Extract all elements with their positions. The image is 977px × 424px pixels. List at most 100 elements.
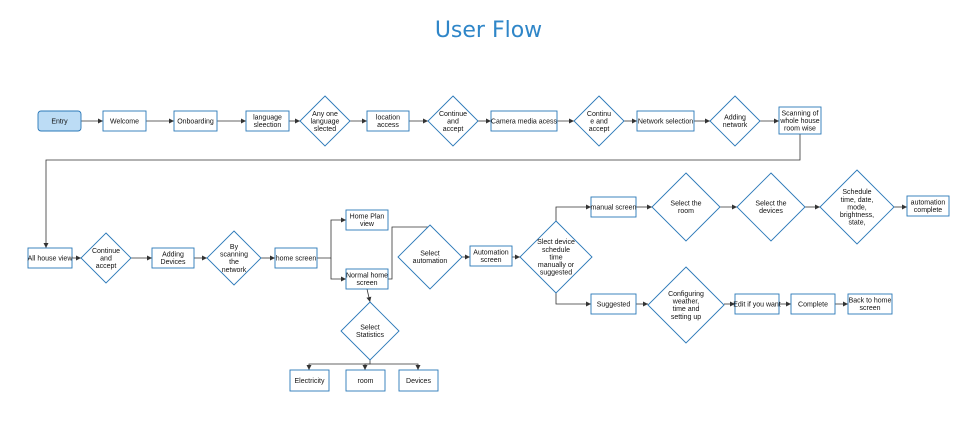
node-shape [573,95,625,147]
entry-box: Entry [37,110,82,132]
devices-box: Devices [398,369,439,392]
node-shape [366,110,410,132]
electricity-box: Electricity [289,369,330,392]
all-house-view-box: All house view [27,247,74,269]
node-shape [790,293,836,315]
node-shape [734,293,780,315]
connector-arrow [317,217,346,259]
node-label: room [358,378,374,385]
node-label: All house view [28,255,74,262]
onboarding-box: Onboarding [173,110,218,132]
node-shape [80,232,132,284]
connector-arrow [330,258,346,282]
node-shape [289,369,330,392]
node-shape [151,247,195,269]
edit-if-you-want-box: Edit if you want [733,293,781,315]
node-shape [397,224,463,290]
node-shape [847,293,893,315]
node-shape [340,301,400,361]
node-shape [490,110,558,132]
node-label: manual screen [591,204,637,211]
connector-arrow [555,204,591,221]
node-shape [906,195,950,217]
node-label: Complete [798,301,828,308]
node-shape [398,369,439,392]
node-shape [778,106,822,135]
node-shape [819,169,895,245]
node-label: Suggested [597,301,631,308]
node-label: Entry [51,118,68,125]
complete-box: Complete [790,293,836,315]
node-shape [590,196,637,218]
node-shape [647,266,725,344]
node-shape [345,369,386,392]
node-shape [345,209,389,231]
node-shape [245,110,290,132]
home-screen-box: home screen [274,247,318,269]
connector-arrow [366,288,372,303]
node-label: Welcome [110,118,139,125]
connector-arrow [555,293,591,307]
connector-arrow [370,363,421,370]
node-shape [427,95,479,147]
room-box: room [345,369,386,392]
node-shape [173,110,218,132]
node-shape [709,95,761,147]
node-shape [469,245,513,267]
node-label: Network selection [638,118,693,125]
connector-arrow [362,363,370,370]
diagram-title: User Flow [434,18,543,43]
connector-arrow [306,360,371,370]
node-label: Onboarding [177,118,214,125]
suggested-box: Suggested [590,293,637,315]
connectors [43,118,907,370]
node-shape [651,172,721,242]
node-shape [37,110,82,132]
node-label: Camera media acess [491,118,558,125]
node-shape [102,110,147,132]
node-label: Devices [406,378,431,385]
node-label: Edit if you want [733,301,781,308]
manual-screen-box: manual screen [590,196,637,218]
